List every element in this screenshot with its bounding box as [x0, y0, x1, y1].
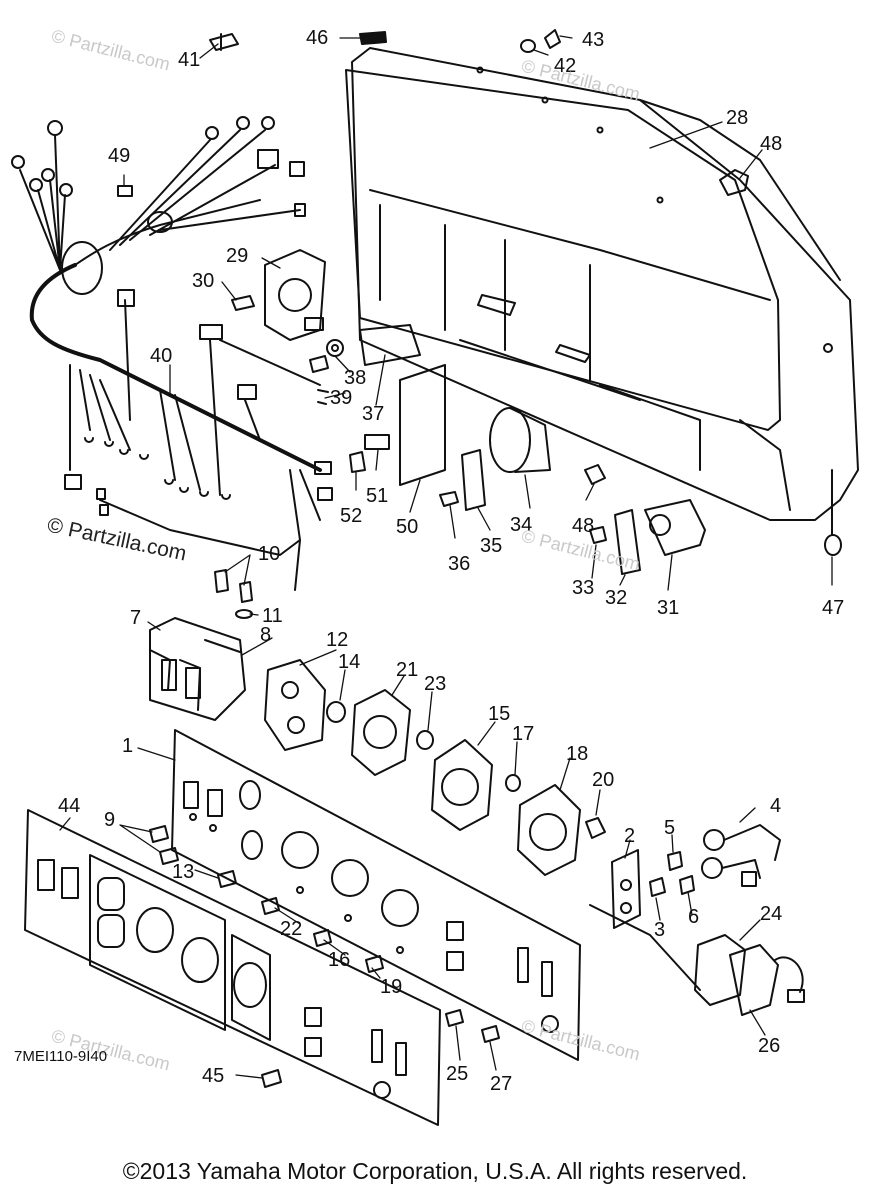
callout-48: 48 — [760, 133, 782, 155]
exploded-parts-diagram: 41 46 43 42 28 48 49 29 30 40 38 39 37 5… — [11, 27, 859, 1126]
diagram-code: 7MEI110-9I40 — [14, 1048, 108, 1065]
callout-43: 43 — [582, 29, 604, 51]
callout-14: 14 — [338, 651, 360, 673]
callout-50: 50 — [396, 516, 418, 538]
callout-7: 7 — [130, 607, 141, 629]
copyright-notice: ©2013 Yamaha Motor Corporation, U.S.A. A… — [122, 1158, 748, 1184]
callout-13: 13 — [172, 861, 194, 883]
frame-housing — [345, 47, 859, 521]
callout-17: 17 — [512, 723, 534, 745]
callout-46: 46 — [306, 27, 328, 49]
callout-22: 22 — [280, 918, 302, 940]
callout-21: 21 — [396, 659, 418, 681]
callout-9: 9 — [104, 809, 115, 831]
callout-20: 20 — [592, 769, 614, 791]
callout-32: 32 — [605, 587, 627, 609]
callout-15: 15 — [488, 703, 510, 725]
callout-23: 23 — [424, 673, 446, 695]
callout-10: 10 — [258, 543, 280, 565]
callout-37: 37 — [362, 403, 384, 425]
callout-19: 19 — [380, 976, 402, 998]
callout-4: 4 — [770, 795, 781, 817]
front-panel — [24, 809, 441, 1126]
callout-labels: 41 46 43 42 28 48 49 29 30 40 38 39 37 5… — [58, 27, 844, 1095]
callout-52: 52 — [340, 505, 362, 527]
callout-25: 25 — [446, 1063, 468, 1085]
callout-3: 3 — [654, 919, 665, 941]
callout-11: 11 — [262, 605, 283, 627]
callout-29: 29 — [226, 245, 248, 267]
switch-parts — [611, 824, 805, 1016]
callout-36: 36 — [448, 553, 470, 575]
callout-42: 42 — [554, 55, 576, 77]
callout-48b: 48 — [572, 515, 594, 537]
callout-12: 12 — [326, 629, 348, 651]
callout-26: 26 — [758, 1035, 780, 1057]
callout-1: 1 — [122, 735, 133, 757]
breakers-and-receptacles — [149, 569, 606, 876]
back-panel — [171, 729, 581, 1061]
callout-44: 44 — [58, 795, 80, 817]
leader-lines — [59, 35, 833, 1079]
callout-38: 38 — [344, 367, 366, 389]
callout-40: 40 — [150, 345, 172, 367]
callout-49: 49 — [108, 145, 130, 167]
callout-33: 33 — [572, 577, 594, 599]
callout-47: 47 — [822, 597, 844, 619]
wire-harness — [11, 116, 333, 591]
callout-24: 24 — [760, 903, 782, 925]
callout-16: 16 — [328, 949, 350, 971]
callout-45: 45 — [202, 1065, 224, 1087]
callout-28: 28 — [726, 107, 748, 129]
callout-34: 34 — [510, 514, 532, 536]
callout-18: 18 — [566, 743, 588, 765]
callout-8: 8 — [260, 624, 271, 646]
callout-2: 2 — [624, 825, 635, 847]
callout-5: 5 — [664, 817, 675, 839]
callout-27: 27 — [490, 1073, 512, 1095]
callout-41: 41 — [178, 49, 200, 71]
callout-6: 6 — [688, 906, 699, 928]
callout-51: 51 — [366, 485, 388, 507]
callout-35: 35 — [480, 535, 502, 557]
callout-39: 39 — [330, 387, 352, 409]
callout-31: 31 — [657, 597, 679, 619]
callout-30: 30 — [192, 270, 214, 292]
